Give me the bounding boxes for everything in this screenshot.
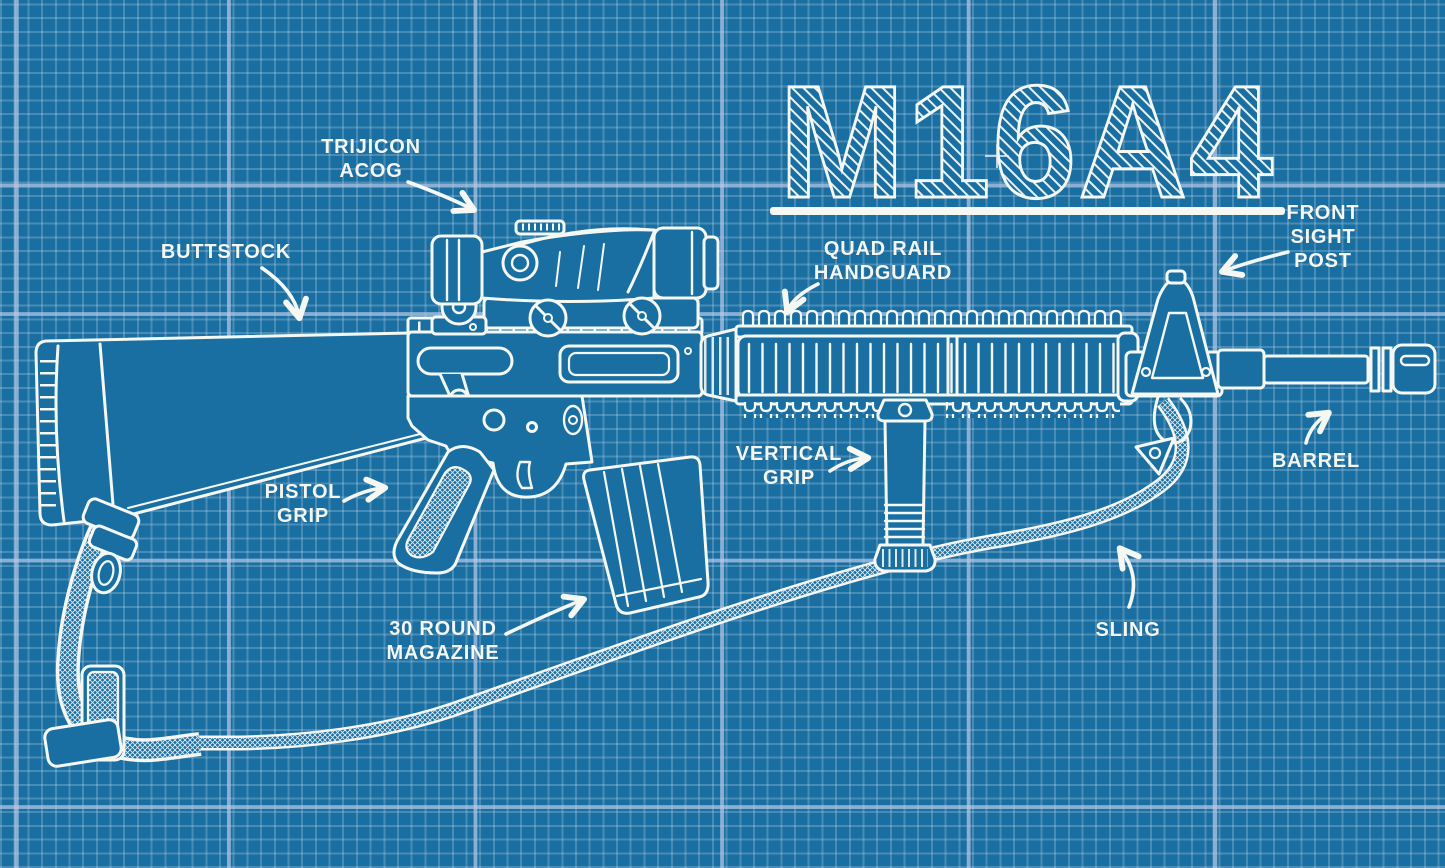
construction-cross [985,144,1009,168]
quad-rail-handguard-drawing [734,308,1140,418]
label-quad-rail-handguard: QUAD RAIL HANDGUARD [813,238,953,284]
arrow-trijicon-acog [406,180,477,214]
vertical-grip-drawing [873,398,937,573]
label-vertical-grip: VERTICAL GRIP [735,443,843,489]
lower-receiver-drawing [406,394,594,499]
arrow-sling [1116,545,1142,609]
arrow-vertical-grip [828,445,872,473]
magazine-drawing [582,455,710,615]
sling-hardware-drawing [43,436,1176,768]
title-text: M16A4 [779,52,1275,231]
label-front-sight-post: FRONT SIGHT POST [1286,202,1360,272]
trijicon-acog-drawing [430,219,720,338]
arrow-pistol-grip [342,476,389,503]
arrow-front-sight-post [1218,250,1290,278]
arrow-quad-rail [781,282,820,315]
arrow-buttstock [260,266,309,322]
label-pistol-grip: PISTOL GRIP [264,481,342,527]
buttstock-drawing [34,331,440,527]
barrel-drawing [1216,343,1437,395]
label-magazine: 30 ROUND MAGAZINE [386,618,500,664]
label-trijicon-acog: TRIJICON ACOG [321,136,421,182]
callout-arrows [260,180,1332,636]
label-barrel: BARREL [1271,450,1361,472]
pistol-grip-drawing [392,445,496,575]
arrow-barrel [1304,409,1332,445]
label-buttstock: BUTTSTOCK [160,241,292,263]
sling-drawing [55,397,1190,763]
label-sling: SLING [1095,619,1161,641]
delta-ring-drawing [699,327,738,403]
arrow-magazine [504,593,588,636]
upper-receiver-drawing [406,316,704,411]
title-block: M16A4 [770,51,1285,233]
title-underline [770,207,1285,215]
